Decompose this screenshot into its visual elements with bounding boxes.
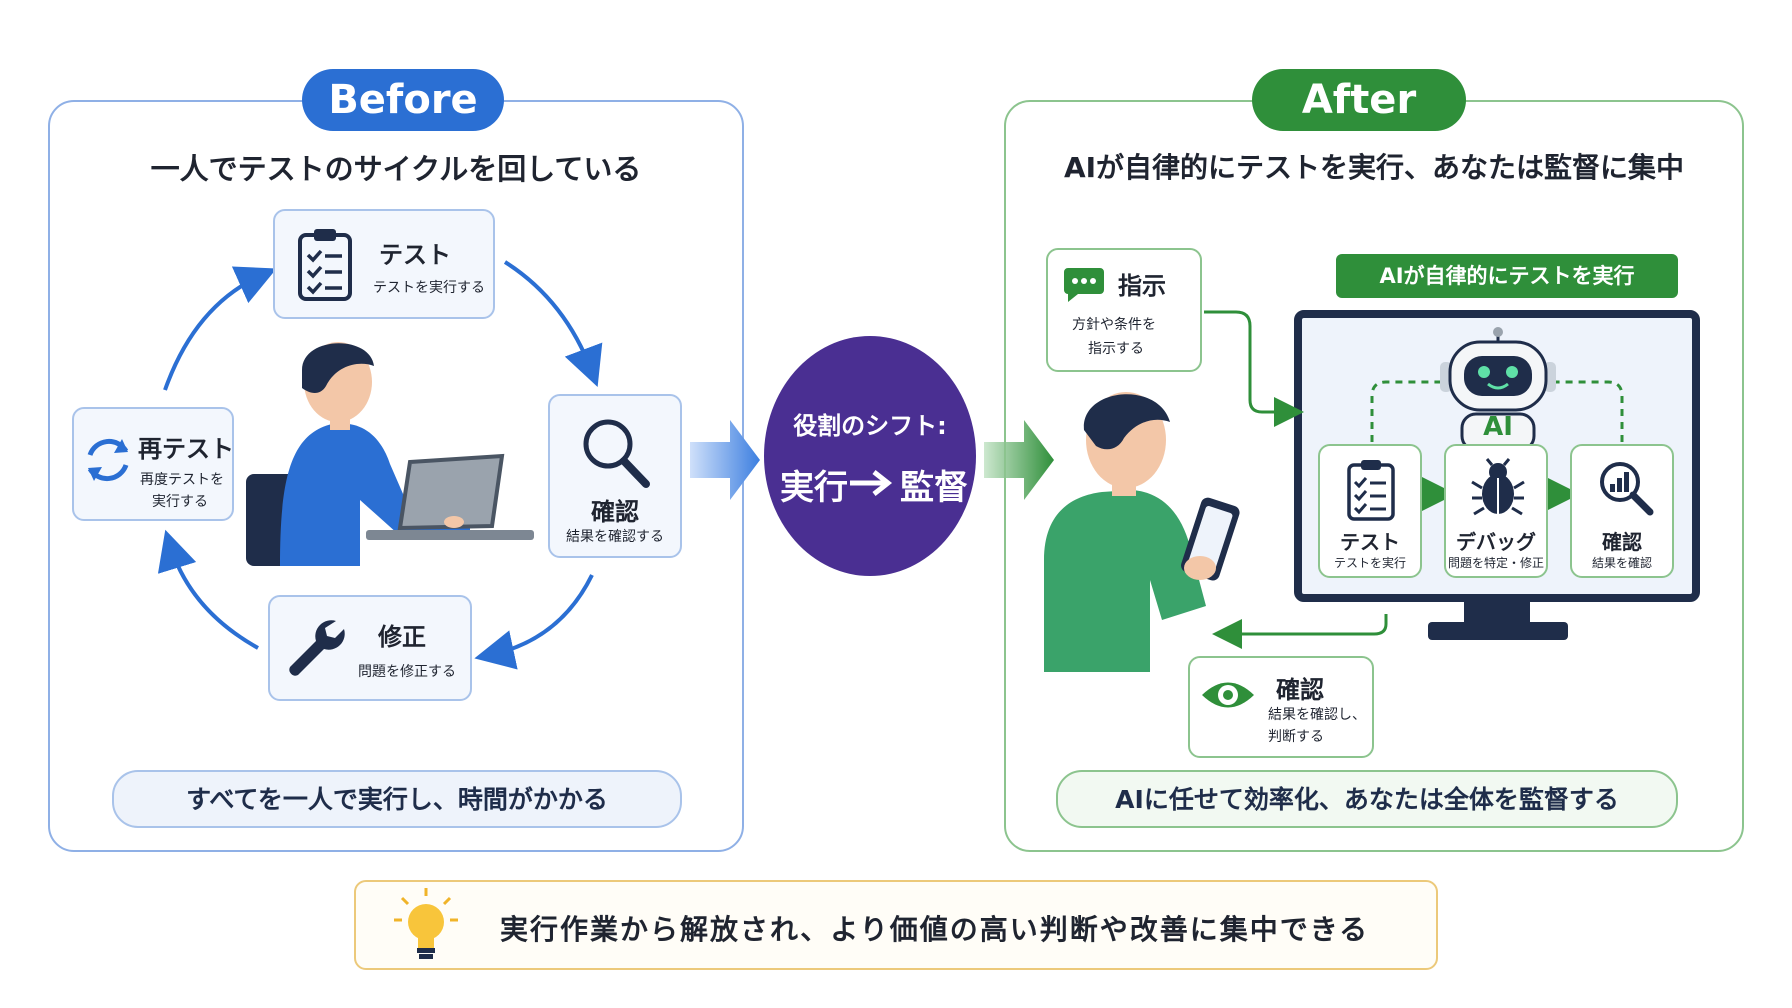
dashed-link-right — [1546, 380, 1624, 442]
ai-step-debug: デバッグ 問題を特定・修正 — [1444, 444, 1548, 578]
conclusion-text: 実行作業から解放され、より価値の高い判断や改善に集中できる — [500, 913, 1370, 946]
before-heading: 一人でテストのサイクルを回している — [150, 152, 642, 186]
refresh-icon — [87, 438, 129, 482]
bug-icon — [1471, 458, 1525, 516]
wrench-icon — [289, 620, 345, 676]
before-test-card: テスト テストを実行する — [273, 209, 495, 319]
before-badge: Before — [302, 69, 504, 131]
shift-from: 実行 — [780, 468, 848, 508]
review-sub-1: 結果を確認し、 — [1268, 707, 1366, 723]
instruction-sub-1: 方針や条件を — [1072, 317, 1156, 333]
arrow-retest-to-test — [163, 266, 277, 391]
before-fix-title: 修正 — [378, 623, 426, 651]
arrow-fix-to-retest — [157, 529, 259, 650]
clipboard-icon — [1347, 460, 1395, 521]
before-retest-title: 再テスト — [138, 435, 234, 463]
shift-arrow-out — [984, 420, 1054, 500]
before-retest-sub-2: 実行する — [152, 494, 208, 510]
review-title: 確認 — [1276, 676, 1324, 704]
before-fix-sub: 問題を修正する — [358, 664, 456, 680]
ai-step-confirm-title: 確認 — [1602, 530, 1642, 554]
shift-circle — [764, 336, 976, 576]
eye-icon — [1202, 682, 1254, 708]
clipboard-icon — [298, 229, 352, 301]
before-fix-card: 修正 問題を修正する — [268, 595, 472, 701]
before-footer: すべてを一人で実行し、時間がかかる — [112, 770, 682, 828]
before-test-title: テスト — [379, 241, 451, 269]
magnifier-chart-icon — [1600, 462, 1654, 516]
conclusion-box — [354, 880, 1438, 970]
robot-icon — [1440, 327, 1556, 450]
person-with-phone-illustration — [1044, 392, 1240, 672]
chat-bubble-icon — [1064, 268, 1104, 302]
dashed-link-left — [1370, 380, 1450, 442]
arrow-instruction-to-ai — [1204, 310, 1304, 427]
before-confirm-card: 確認 結果を確認する — [548, 394, 682, 558]
monitor-stand — [1464, 602, 1530, 624]
person-at-laptop-illustration — [246, 342, 534, 566]
ai-step-test: テスト テストを実行 — [1318, 444, 1422, 578]
after-badge: After — [1252, 69, 1466, 131]
before-confirm-sub: 結果を確認する — [566, 529, 664, 545]
robot-label: AI — [1483, 412, 1513, 442]
ai-step-test-title: テスト — [1340, 530, 1400, 554]
arrow-ai-to-user — [1212, 614, 1388, 649]
before-confirm-title: 確認 — [591, 498, 639, 526]
before-test-sub: テストを実行する — [373, 280, 485, 296]
monitor-base — [1428, 622, 1568, 640]
review-card: 確認 結果を確認し、 判断する — [1188, 656, 1374, 758]
arrow-test-to-confirm — [503, 260, 603, 387]
ai-banner: AIが自律的にテストを実行 — [1336, 254, 1678, 298]
after-footer: AIに任せて効率化、あなたは全体を監督する — [1056, 770, 1678, 828]
instruction-title: 指示 — [1118, 272, 1166, 300]
before-retest-card: 再テスト 再度テストを 実行する — [72, 407, 234, 521]
arrow-confirm-to-fix — [474, 574, 594, 670]
right-arrow-icon — [850, 470, 893, 496]
ai-step-debug-sub: 問題を特定・修正 — [1447, 556, 1544, 570]
ai-step-confirm-sub: 結果を確認 — [1591, 556, 1652, 570]
shift-label: 役割のシフト: — [793, 412, 947, 440]
instruction-card: 指示 方針や条件を 指示する — [1046, 248, 1202, 372]
before-retest-sub-1: 再度テストを — [140, 472, 224, 488]
review-sub-2: 判断する — [1268, 729, 1324, 745]
shift-arrow-in — [690, 420, 760, 500]
magnifier-icon — [583, 419, 650, 488]
instruction-sub-2: 指示する — [1088, 341, 1144, 357]
ai-step-test-sub: テストを実行 — [1333, 556, 1406, 570]
lightbulb-icon — [394, 888, 458, 959]
after-heading: AIが自律的にテストを実行、あなたは監督に集中 — [1063, 151, 1685, 184]
ai-step-debug-title: デバッグ — [1456, 530, 1536, 554]
ai-step-confirm: 確認 結果を確認 — [1570, 444, 1674, 578]
shift-to: 監督 — [900, 468, 968, 508]
